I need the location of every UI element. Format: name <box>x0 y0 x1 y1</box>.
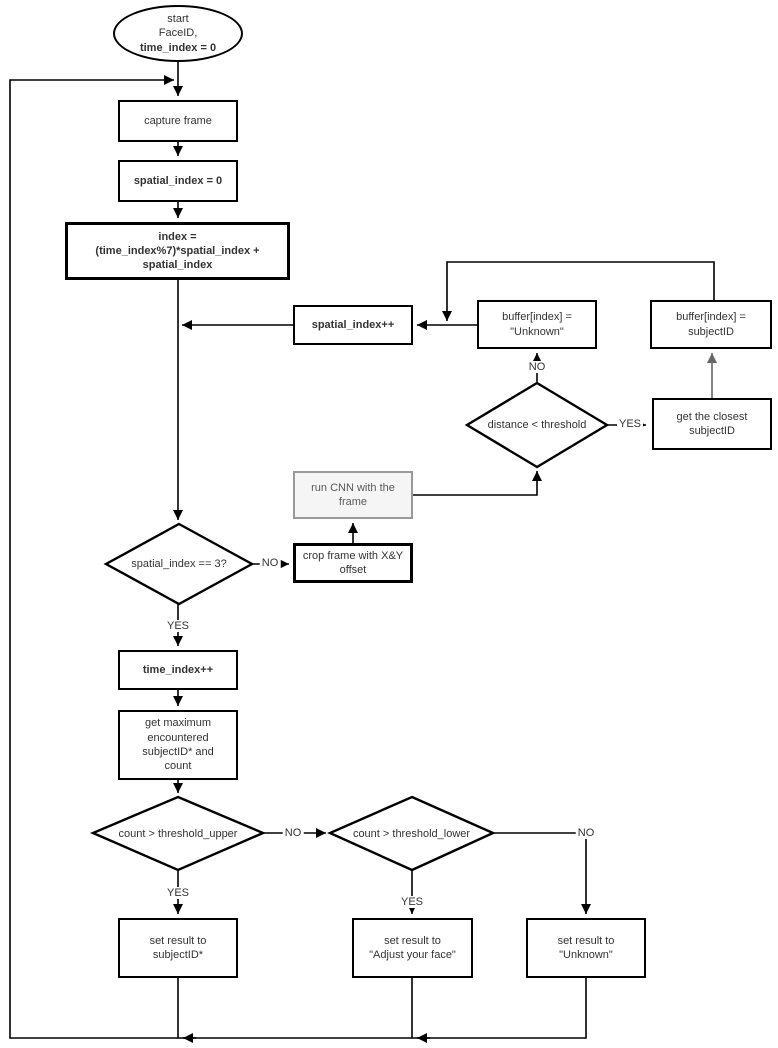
edge-label-upper-yes: YES <box>164 887 192 899</box>
node-index-calc[interactable]: index = (time_index%7)*spatial_index + s… <box>65 222 290 280</box>
node-set-result-unknown[interactable]: set result to "Unknown" <box>526 918 646 978</box>
node-spatial-index-zero[interactable]: spatial_index = 0 <box>118 160 238 202</box>
node-set-result-subjectid[interactable]: set result to subjectID* <box>118 918 238 978</box>
node-set-result-adjust-face[interactable]: set result to "Adjust your face" <box>352 918 473 978</box>
decision-distance-threshold-shape[interactable] <box>464 381 610 469</box>
edge-label-distance-yes: YES <box>616 418 644 430</box>
edge-label-distance-no: NO <box>526 361 548 373</box>
node-time-index-increment[interactable]: time_index++ <box>118 650 238 690</box>
start-label: start FaceID, <box>158 13 198 40</box>
start-label-bold: time_index = 0 <box>139 41 217 54</box>
decision-count-threshold-upper-shape[interactable] <box>89 795 267 872</box>
node-spatial-index-increment[interactable]: spatial_index++ <box>293 305 413 345</box>
decision-spatial-index-3-shape[interactable] <box>103 522 255 606</box>
edge-label-lower-yes: YES <box>398 896 426 908</box>
node-buffer-subjectid[interactable]: buffer[index] = subjectID <box>650 300 772 349</box>
decision-count-threshold-lower-shape[interactable] <box>327 795 496 872</box>
edge-label-lower-no: NO <box>575 827 597 839</box>
edge-label-upper-no: NO <box>282 827 304 839</box>
node-run-cnn[interactable]: run CNN with the frame <box>293 471 413 519</box>
node-crop-frame[interactable]: crop frame with X&Y offset <box>293 543 413 583</box>
node-capture-frame[interactable]: capture frame <box>118 100 238 142</box>
node-start-terminal[interactable]: start FaceID, time_index = 0 <box>113 5 243 62</box>
edge-label-spatial-yes: YES <box>164 620 192 632</box>
node-get-closest-subjectid[interactable]: get the closest subjectID <box>652 398 772 450</box>
node-get-max-subjectid-count[interactable]: get maximum encountered subjectID* and c… <box>118 710 238 780</box>
node-buffer-unknown[interactable]: buffer[index] = "Unknown" <box>477 300 597 349</box>
edge-label-spatial-no: NO <box>259 557 281 569</box>
